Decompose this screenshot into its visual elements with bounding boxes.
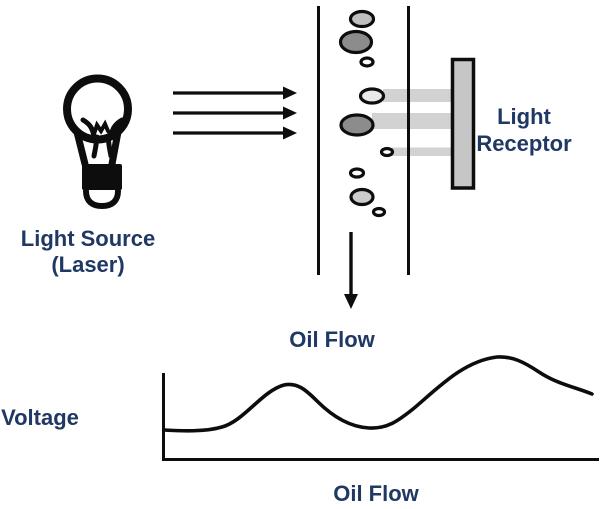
light-beam xyxy=(383,89,454,102)
light-beam xyxy=(392,147,454,156)
oil-bubble xyxy=(359,56,375,68)
oil-bubble xyxy=(379,146,395,158)
laser-arrow-head xyxy=(283,126,297,140)
bulb-neck-right xyxy=(108,128,122,168)
oil-flow-arrow-head xyxy=(344,294,358,309)
oil-bubble xyxy=(358,87,386,105)
oil-bubble xyxy=(338,29,374,55)
voltage-signal-curve xyxy=(162,355,594,433)
bulb-base xyxy=(82,164,122,190)
oil-flow-tube xyxy=(317,6,410,275)
light-source-label-line1: Light Source xyxy=(21,226,155,251)
oil-bubble xyxy=(348,167,366,179)
oil-flow-direction-arrow xyxy=(344,232,358,309)
light-beam xyxy=(372,113,454,129)
light-receptor-label-line1: Light xyxy=(497,104,551,129)
oil-bubble xyxy=(339,113,375,137)
laser-arrow-head xyxy=(283,106,297,120)
oil-bubble xyxy=(348,9,376,29)
oil-bubble xyxy=(349,187,375,207)
light-receptor-label-line2: Receptor xyxy=(476,131,572,156)
bulb-filament-zigzag xyxy=(92,119,113,136)
laser-arrow-head xyxy=(283,86,297,100)
oil-flow-tube-label: Oil Flow xyxy=(289,327,375,352)
bulb-filament-left-leg xyxy=(91,134,100,159)
light-receptor xyxy=(450,57,476,190)
oil-flow-axis-label: Oil Flow xyxy=(333,481,419,506)
bulb-neck-left xyxy=(73,128,89,168)
oil-bubbles xyxy=(338,9,395,218)
voltage-graph xyxy=(162,355,599,461)
bulb-base-cup xyxy=(83,188,121,210)
oil-bubble xyxy=(371,206,387,218)
light-source-label-line2: (Laser) xyxy=(51,252,124,277)
voltage-axis-label: Voltage xyxy=(1,405,79,430)
laser-beam-arrows xyxy=(173,86,297,140)
bulb-filament-right-leg xyxy=(105,134,114,159)
light-bulb-icon xyxy=(63,74,132,210)
transmitted-light-beams xyxy=(372,89,454,156)
